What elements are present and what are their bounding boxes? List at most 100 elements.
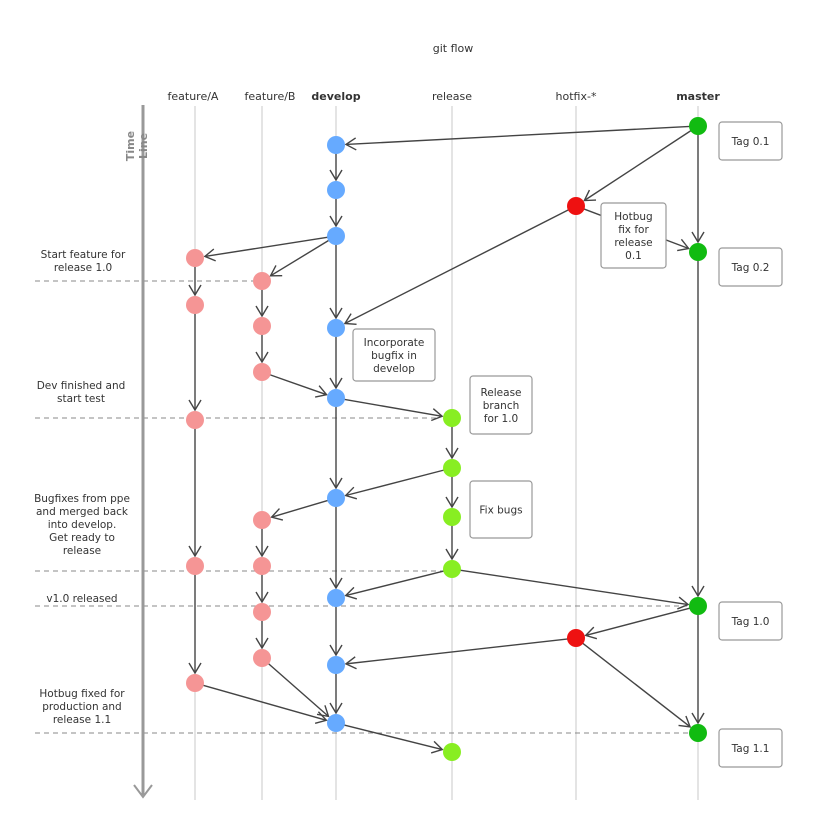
milestone-text: and merged back (36, 506, 129, 518)
arrowhead (677, 238, 690, 252)
commit-node-featureB (253, 557, 271, 575)
commit-node-master (689, 243, 707, 261)
note-text: Tag 1.0 (731, 616, 770, 628)
arrowhead (677, 596, 690, 610)
lane-label-develop: develop (311, 90, 360, 103)
milestone-text: production and (42, 701, 121, 713)
edge-r4-m3 (459, 569, 689, 606)
diagram-title: git flow (433, 42, 474, 55)
commit-node-develop (327, 656, 345, 674)
arrowhead (329, 169, 343, 182)
commit-node-release (443, 459, 461, 477)
edge-h2-m4 (581, 642, 691, 728)
time-axis: Time Line (124, 105, 153, 799)
commit-node-featureA (186, 411, 204, 429)
commit-node-featureA (186, 674, 204, 692)
note-text: Fix bugs (479, 505, 522, 517)
edge-group (188, 125, 705, 754)
note-text: fix for (618, 224, 649, 236)
commit-node-release (443, 409, 461, 427)
arrowhead (691, 585, 705, 598)
note-text: Tag 1.1 (731, 743, 770, 755)
note-text: release (614, 237, 652, 249)
milestone-text: release (63, 545, 101, 557)
note-text: branch (483, 400, 520, 412)
lane-label-release: release (432, 90, 472, 103)
commit-node-develop (327, 714, 345, 732)
note-tag02: Tag 0.2 (718, 247, 783, 287)
edge-d9-r5 (343, 724, 443, 751)
commit-node-develop (327, 136, 345, 154)
milestone-text: release 1.0 (54, 262, 112, 274)
arrowhead (678, 715, 692, 728)
milestone-text: Start feature for (41, 249, 126, 261)
note-tag01: Tag 0.1 (718, 121, 783, 161)
arrowhead (255, 545, 269, 558)
time-label-line2: Line (137, 133, 150, 159)
commit-node-featureB (253, 649, 271, 667)
edge-a5-d9 (202, 684, 327, 721)
commit-node-featureA (186, 249, 204, 267)
arrowhead (203, 248, 216, 262)
arrowhead (583, 189, 597, 202)
note-box (718, 121, 783, 161)
time-axis-arrow (133, 784, 153, 799)
commit-node-hotfix (567, 197, 585, 215)
arrowhead (344, 486, 358, 500)
arrowhead (329, 577, 343, 590)
note-box (352, 328, 436, 382)
arrowhead (431, 408, 444, 422)
milestone-text: release 1.1 (53, 714, 111, 726)
commit-node-featureA (186, 296, 204, 314)
lane-label-hotfix: hotfix-* (556, 90, 597, 103)
edge-d5-r1 (343, 398, 443, 417)
arrowhead (188, 662, 202, 675)
arrowhead (269, 265, 283, 277)
commit-node-master (689, 117, 707, 135)
arrowhead (445, 496, 459, 509)
lane-label-featureB: feature/B (245, 90, 296, 103)
arrowhead (316, 705, 330, 718)
note-tag11: Tag 1.1 (718, 728, 783, 768)
edge-r4-d7 (345, 570, 445, 597)
note-text: for 1.0 (484, 413, 518, 425)
commit-node-hotfix (567, 629, 585, 647)
commit-node-featureB (253, 511, 271, 529)
commit-node-featureB (253, 317, 271, 335)
arrowhead (329, 215, 343, 228)
arrowhead (445, 447, 459, 460)
arrowhead (255, 351, 269, 364)
commit-node-develop (327, 181, 345, 199)
arrowhead (255, 591, 269, 604)
commit-node-develop (327, 319, 345, 337)
note-box (718, 601, 783, 641)
milestone-text: Bugfixes from ppe (34, 493, 130, 505)
edge-h2-d8 (345, 638, 569, 665)
commit-node-release (443, 508, 461, 526)
arrowhead (270, 508, 284, 521)
arrowhead (430, 740, 444, 754)
arrowhead (344, 137, 357, 151)
arrowhead (329, 644, 343, 657)
commit-node-release (443, 560, 461, 578)
time-label-line1: Time (124, 131, 137, 161)
arrowhead (329, 702, 343, 715)
edge-m3-h2 (585, 607, 691, 637)
edge-b7-d9 (267, 662, 329, 717)
note-text: Tag 0.1 (731, 136, 770, 148)
note-fixbugs: Fix bugs (469, 480, 533, 539)
note-text: Release (480, 387, 521, 399)
edge-b3-d5 (269, 373, 327, 396)
note-text: Tag 0.2 (731, 262, 770, 274)
edge-r2-d6 (345, 469, 445, 497)
note-tag10: Tag 1.0 (718, 601, 783, 641)
milestone-v10: v1.0 released (46, 593, 117, 605)
arrowhead (329, 477, 343, 490)
note-text: Hotbug (614, 211, 652, 223)
